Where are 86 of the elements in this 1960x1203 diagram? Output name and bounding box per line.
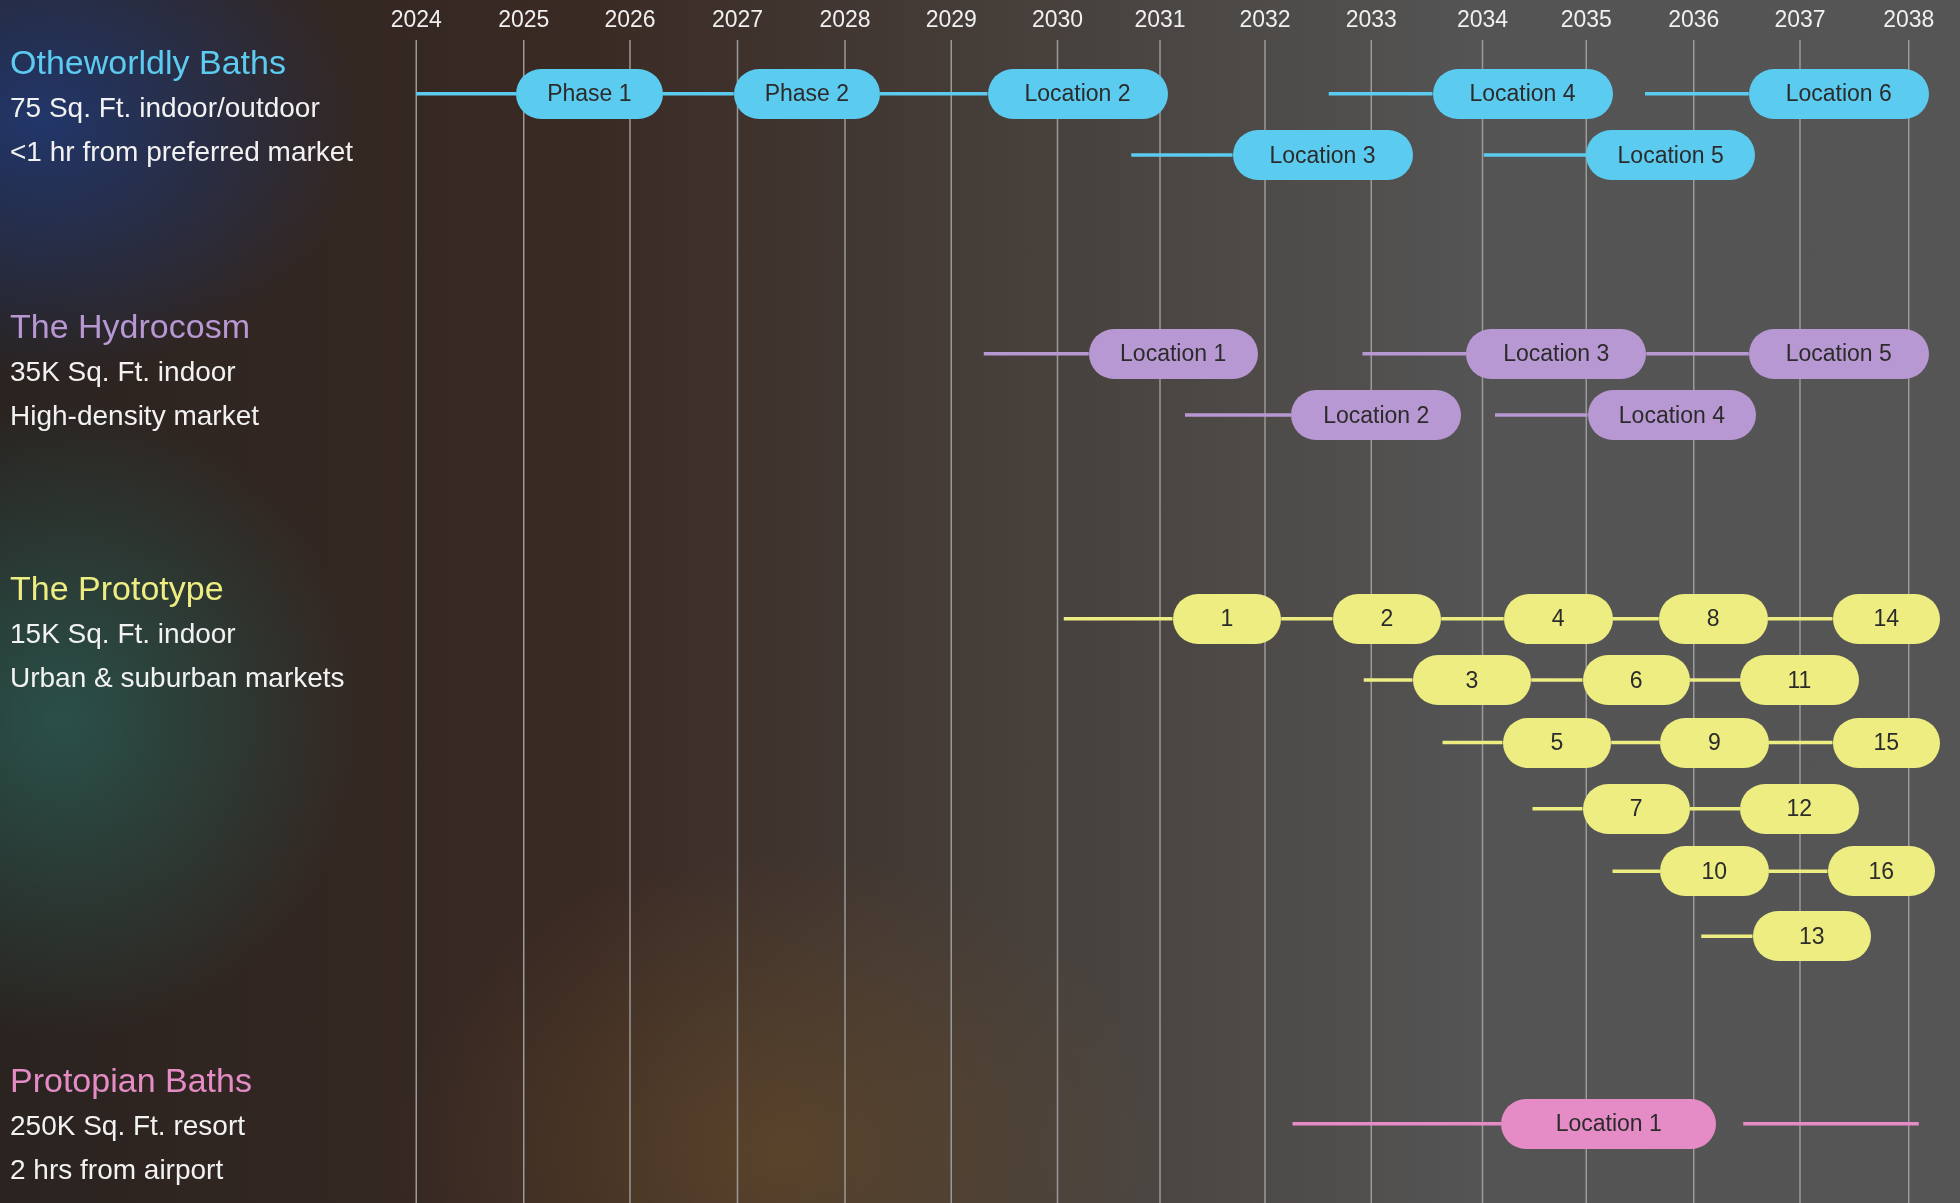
year-label: 2029 — [924, 6, 978, 33]
milestone-pill: Location 5 — [1748, 328, 1929, 379]
year-label: 2034 — [1455, 6, 1510, 33]
milestone-pill: 5 — [1502, 717, 1612, 768]
section-description: 250K Sq. Ft. resort — [10, 1109, 245, 1142]
timeline-connector — [1328, 92, 1433, 96]
milestone-pill: 15 — [1832, 717, 1940, 768]
timeline-connector — [1483, 153, 1587, 157]
milestone-pill: Location 1 — [1088, 328, 1258, 379]
year-label: 2036 — [1667, 6, 1721, 33]
milestone-pill: 14 — [1832, 593, 1940, 644]
timeline-connector — [1690, 678, 1740, 682]
milestone-pill: Phase 1 — [516, 68, 663, 119]
milestone-pill: 7 — [1582, 783, 1690, 834]
milestone-pill: 2 — [1332, 593, 1442, 644]
milestone-pill: Location 2 — [987, 68, 1168, 119]
timeline-connector — [1442, 740, 1503, 745]
timeline-connector — [1131, 153, 1233, 157]
milestone-pill: 13 — [1752, 911, 1872, 962]
year-label: 2026 — [603, 6, 657, 33]
timeline-connector — [1281, 617, 1333, 621]
timeline-connector — [1495, 413, 1588, 417]
timeline-connector — [1531, 678, 1583, 682]
year-label: 2025 — [497, 6, 551, 33]
milestone-pill: 8 — [1658, 593, 1768, 644]
section-description: 35K Sq. Ft. indoor — [10, 355, 236, 388]
section-description: 2 hrs from airport — [10, 1153, 224, 1186]
milestone-pill: 3 — [1412, 655, 1532, 705]
year-label: 2024 — [389, 6, 443, 33]
section-heading: Otheworldly Baths — [10, 43, 286, 82]
milestone-pill: Phase 2 — [733, 68, 880, 119]
milestone-pill: 11 — [1740, 655, 1859, 705]
timeline-connector — [1063, 617, 1173, 621]
timeline-connector — [880, 92, 988, 96]
milestone-pill: Location 4 — [1587, 390, 1757, 440]
timeline-connector — [416, 92, 517, 96]
section-description: 75 Sq. Ft. indoor/outdoor — [10, 92, 320, 124]
timeline-connector — [1743, 1122, 1919, 1126]
milestone-pill: Location 1 — [1501, 1098, 1717, 1149]
section-description: <1 hr from preferred market — [10, 136, 354, 168]
year-label: 2027 — [710, 6, 765, 33]
timeline-connector — [1645, 92, 1749, 96]
timeline-connector — [1612, 869, 1660, 873]
section-heading: The Prototype — [10, 569, 224, 609]
section-description: High-density market — [10, 399, 259, 432]
timeline-connector — [1362, 352, 1467, 356]
section-description: Urban & suburban markets — [10, 662, 345, 695]
section-heading: Protopian Baths — [10, 1060, 252, 1100]
year-label: 2030 — [1030, 6, 1085, 33]
milestone-pill: 16 — [1827, 846, 1935, 897]
milestone-pill: 4 — [1503, 593, 1613, 644]
milestone-pill: 9 — [1660, 717, 1769, 768]
section-heading: The Hydrocosm — [10, 306, 250, 346]
year-label: 2028 — [818, 6, 872, 33]
timeline-connector — [983, 352, 1089, 356]
timeline-connector — [1767, 617, 1833, 621]
timeline-connector — [1611, 740, 1660, 745]
milestone-pill: Location 3 — [1232, 130, 1413, 180]
year-label: 2038 — [1882, 6, 1936, 33]
timeline-connector — [1612, 617, 1659, 621]
milestone-pill: 6 — [1582, 655, 1690, 705]
timeline-connector — [662, 92, 734, 96]
milestone-pill: Location 4 — [1432, 68, 1613, 119]
timeline-connector — [1768, 740, 1833, 745]
milestone-pill: Location 6 — [1748, 68, 1929, 119]
milestone-pill: 12 — [1740, 783, 1859, 834]
timeline-connector — [1690, 807, 1740, 811]
year-label: 2033 — [1344, 6, 1398, 33]
timeline-connector — [1768, 869, 1828, 873]
year-label: 2035 — [1559, 6, 1613, 33]
milestone-pill: 1 — [1172, 593, 1282, 644]
year-label: 2037 — [1773, 6, 1827, 33]
timeline-connector — [1441, 617, 1504, 621]
milestone-pill: Location 2 — [1291, 390, 1462, 440]
timeline-connector — [1363, 678, 1413, 682]
milestone-pill: 10 — [1660, 846, 1769, 897]
timeline-connector — [1292, 1122, 1502, 1126]
milestone-pill: Location 5 — [1586, 130, 1755, 180]
year-label: 2031 — [1133, 6, 1187, 33]
timeline-connector — [1701, 934, 1753, 938]
milestone-pill: Location 3 — [1466, 328, 1647, 379]
timeline-connector — [1185, 413, 1292, 417]
section-description: 15K Sq. Ft. indoor — [10, 618, 236, 651]
year-label: 2032 — [1238, 6, 1292, 33]
timeline-connector — [1646, 352, 1749, 356]
timeline-connector — [1532, 807, 1583, 811]
